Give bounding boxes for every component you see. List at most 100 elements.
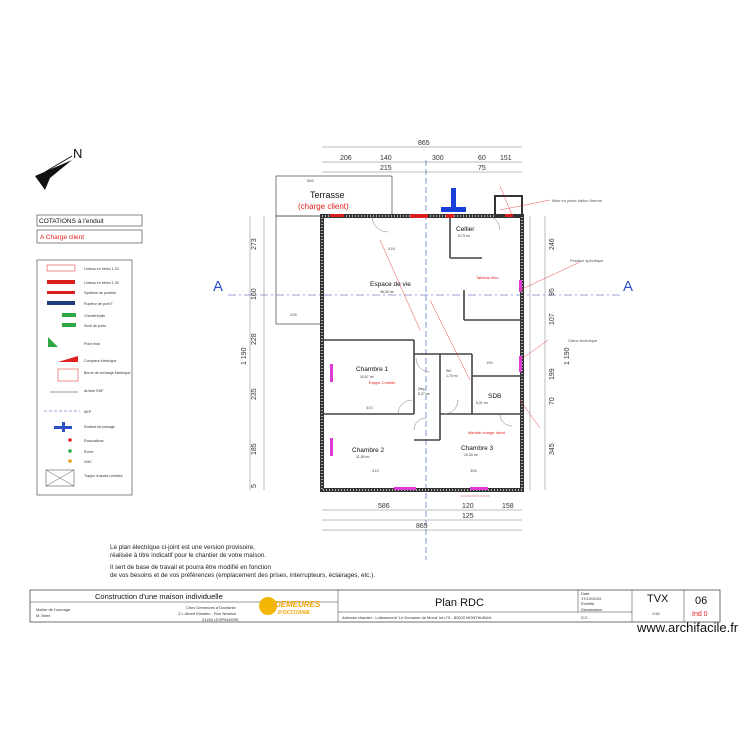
charger-icon bbox=[57, 368, 79, 382]
room-cellier: Cellier 5,73 m² bbox=[456, 226, 475, 238]
north-arrow-icon: N bbox=[35, 146, 82, 190]
dim-top-3: 60 bbox=[478, 155, 486, 162]
room-living-area: 46,33 m² bbox=[380, 290, 395, 294]
legend-item-0: Linteau en béton 1.20 bbox=[84, 267, 119, 271]
dim-right-1: 95 bbox=[549, 288, 556, 296]
annotation-tableau: Tableau élec bbox=[476, 275, 498, 280]
sheet-number: 06 bbox=[695, 595, 707, 607]
dims-left: 273 160 228 1 190 235 185 5 bbox=[241, 238, 258, 488]
logo-sub: D'OCCITANIE bbox=[278, 610, 311, 616]
room-wc-area: 1,70 m² bbox=[446, 374, 459, 378]
section-label-left: A bbox=[213, 278, 223, 295]
title-company-addr2: 31150 LESPINASSE bbox=[202, 617, 239, 622]
legend-item-3: Rupteur de pont T bbox=[84, 302, 114, 306]
room-sdb-area: 5,31 m² bbox=[476, 401, 489, 405]
tap-icon bbox=[54, 422, 72, 432]
room-living-name: Espace de vie bbox=[370, 281, 411, 288]
dim-left-6: 5 bbox=[251, 484, 258, 488]
annotation-trappe: Trappe Comble bbox=[368, 380, 396, 385]
room-cellier-name: Cellier bbox=[456, 226, 475, 233]
legend-item-8: Borne de recharge électrique bbox=[84, 371, 130, 375]
annotation-gaine: Gaine technique bbox=[568, 338, 598, 343]
room-wc-name: WC bbox=[446, 369, 452, 373]
room-wc: WC 1,70 m² bbox=[446, 369, 459, 378]
room-deg-area: 5,27 m² bbox=[418, 392, 431, 396]
dim-right-5: 70 bbox=[549, 397, 556, 405]
dimension-lines bbox=[249, 146, 546, 531]
room-cellier-area: 5,73 m² bbox=[458, 234, 471, 238]
room-ch2: Chambre 2 11,39 m² bbox=[352, 447, 385, 459]
dim-bottom-0: 586 bbox=[378, 503, 390, 510]
scale-label: Échelle bbox=[581, 601, 595, 606]
dim-top-2: 300 bbox=[432, 155, 444, 162]
room-deg-name: Dég. bbox=[418, 387, 425, 391]
dim-left-5: 185 bbox=[251, 443, 258, 455]
dim-top-1: 140 bbox=[380, 155, 392, 162]
dim-top-total: 865 bbox=[418, 140, 430, 147]
title-client-value: M. Mme bbox=[36, 613, 51, 618]
legend-item-12: Évacuations bbox=[84, 438, 104, 443]
watermark: www.archifacile.fr bbox=[637, 620, 739, 635]
dim-inner-0: 516 bbox=[388, 246, 395, 251]
annotation-meuble: Meuble charge client bbox=[468, 430, 506, 435]
dim-inner-1: 410 bbox=[366, 405, 373, 410]
room-ch2-name: Chambre 2 bbox=[352, 447, 385, 454]
dim-top2-0: 215 bbox=[380, 165, 392, 172]
title-project: Construction d'une maison individuelle bbox=[95, 592, 223, 601]
scale-value: 1:50 bbox=[652, 611, 661, 616]
dim-terrace-top: 586 bbox=[307, 178, 314, 183]
terrace: Terrasse (charge client) 586 206 bbox=[275, 175, 393, 325]
dim-bottom2-0: 125 bbox=[462, 513, 474, 520]
legend-item-6: Point froid bbox=[84, 342, 100, 346]
date-label: Date bbox=[581, 591, 590, 596]
company-logo: DEMEURES D'OCCITANIE bbox=[259, 597, 321, 616]
dim-top-4: 151 bbox=[500, 155, 512, 162]
room-sdb: SDB 5,31 m² bbox=[476, 393, 501, 405]
legend-item-14: VMC bbox=[84, 460, 92, 464]
legend-subtitle: A Charge client bbox=[40, 234, 84, 241]
dim-inner-4: 150 bbox=[486, 360, 493, 365]
title-block: Construction d'une maison individuelle M… bbox=[29, 589, 721, 623]
room-deg: Dég. 5,27 m² bbox=[418, 387, 431, 396]
room-ch3-name: Chambre 3 bbox=[461, 445, 494, 452]
dim-bottom-2: 158 bbox=[502, 503, 514, 510]
dim-bottom-total: 865 bbox=[416, 523, 428, 530]
room-ch3: Chambre 3 10,33 m² bbox=[461, 445, 494, 457]
legend-item-15: Trappe d'accès combles bbox=[84, 474, 123, 478]
date-value: 17/12/2024 bbox=[581, 596, 602, 601]
plan-title: Plan RDC bbox=[435, 597, 484, 609]
room-ch2-area: 11,39 m² bbox=[356, 455, 370, 459]
openings bbox=[330, 214, 522, 490]
legend-item-9: Arrivée EDF bbox=[84, 389, 104, 393]
door-swings bbox=[371, 215, 513, 431]
water-supply-icon bbox=[441, 188, 466, 212]
annotation-dispo: Mise en place ballon thermo bbox=[552, 198, 603, 203]
dim-left-0: 273 bbox=[251, 238, 258, 250]
legend: COTATIONS à l'enduit A Charge client Lin… bbox=[36, 214, 143, 496]
drawn-label: Dessinateur bbox=[581, 607, 603, 612]
dim-left-4: 235 bbox=[251, 388, 258, 400]
note-line-2: réalisée à titre indicatif pour le chant… bbox=[110, 552, 267, 559]
phase: TVX bbox=[647, 593, 669, 605]
title-company-addr1: Z.I. Albert Einstein - Rue Newton bbox=[178, 611, 236, 616]
dim-left-2: 228 bbox=[251, 333, 258, 345]
leader-lines bbox=[379, 185, 581, 497]
room-sdb-name: SDB bbox=[488, 393, 501, 400]
legend-item-1: Linteau en béton 1.30 bbox=[84, 281, 119, 285]
dim-inner-3: 356 bbox=[470, 468, 477, 473]
site-address: Adresse chantier : Lotissement 'Le Domai… bbox=[342, 615, 491, 620]
dim-left-1: 160 bbox=[251, 288, 258, 300]
room-ch1: Chambre 1 10,97 m² bbox=[356, 366, 389, 379]
dim-top-0: 206 bbox=[340, 155, 352, 162]
note-line-1: Le plan électrique ci-joint est une vers… bbox=[110, 544, 255, 551]
legend-item-10: AEP bbox=[84, 410, 92, 414]
room-ch1-name: Chambre 1 bbox=[356, 366, 389, 373]
title-client-label: Maître de l'ouvrage bbox=[36, 607, 71, 612]
dim-right-3: 1 190 bbox=[564, 347, 571, 365]
note-block: Le plan électrique ci-joint est une vers… bbox=[110, 544, 375, 580]
section-label-right: A bbox=[623, 278, 633, 295]
sheet-index: Ind 0 bbox=[692, 611, 708, 618]
dim-inner-2: 410 bbox=[372, 468, 379, 473]
dim-right-0: 246 bbox=[549, 238, 556, 250]
room-living: Espace de vie 46,33 m² bbox=[370, 281, 411, 294]
